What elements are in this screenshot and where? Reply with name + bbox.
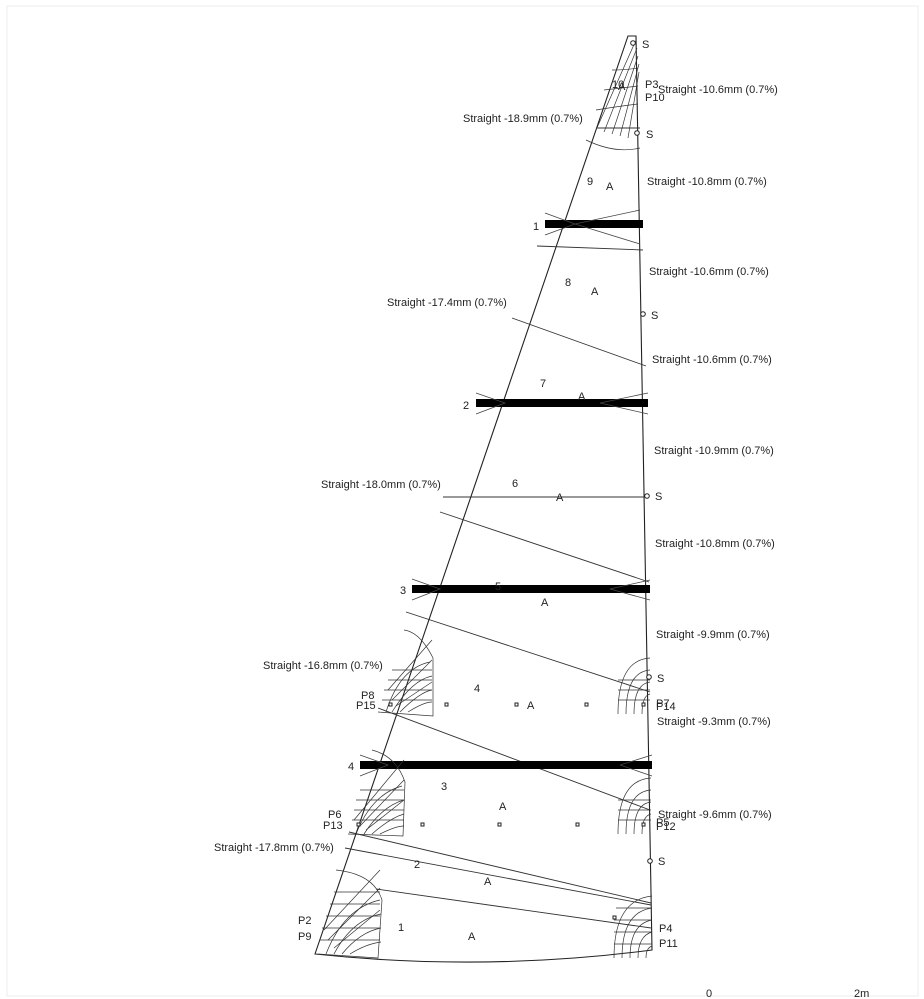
batten-number: 4: [348, 761, 354, 773]
panel-number: 5: [495, 581, 501, 593]
batten-4: [360, 761, 652, 769]
batten-3: [412, 585, 650, 593]
page-border: [6, 5, 919, 997]
reinforcement-patches: [317, 39, 653, 959]
seam-note: Straight -18.0mm (0.7%): [321, 479, 441, 491]
point-label: P3: [645, 79, 658, 91]
batten-number: 3: [400, 585, 406, 597]
batten-2: [476, 399, 648, 407]
point-label: P5: [656, 817, 669, 829]
clew-patch: [613, 895, 653, 959]
seam-mark: S: [658, 856, 665, 868]
panel-marker: A: [484, 876, 492, 888]
panel-marker: A: [541, 597, 549, 609]
leech-patch-upper: [617, 657, 651, 715]
panel-marker: A: [499, 801, 507, 813]
panel-marker: A: [556, 492, 564, 504]
seam-mark: S: [651, 310, 658, 322]
seam-note: Straight -9.6mm (0.7%): [658, 809, 772, 821]
right-seam-notes: Straight -10.6mm (0.7%) Straight -10.8mm…: [647, 84, 778, 821]
point-label: P4: [659, 923, 672, 935]
seam-note: Straight -10.6mm (0.7%): [649, 266, 769, 278]
point-label: P11: [659, 938, 678, 950]
tack-patch: [317, 869, 383, 959]
seam-note: Straight -10.9mm (0.7%): [654, 445, 774, 457]
seam-note: Straight -10.8mm (0.7%): [655, 538, 775, 550]
point-label: P9: [298, 931, 311, 943]
head-patch: [585, 39, 641, 151]
leech-patch-lower: [617, 777, 652, 835]
point-label: P7: [656, 698, 669, 710]
panel-seams: [344, 127, 652, 929]
seam-marks: S S S S S S: [642, 39, 665, 868]
panel-marker: A: [578, 391, 586, 403]
panel-number: 9: [587, 176, 593, 188]
seam-note: Straight -17.8mm (0.7%): [214, 842, 334, 854]
seam-note: Straight -9.3mm (0.7%): [657, 716, 771, 728]
seam-note: Straight -17.4mm (0.7%): [387, 297, 507, 309]
panel-number: 1: [398, 922, 404, 934]
point-label: P2: [298, 915, 311, 927]
luff-patch-lower: [347, 749, 406, 837]
panel-number: 6: [512, 478, 518, 490]
panel-number: 2: [414, 859, 420, 871]
panel-marker: A: [591, 286, 599, 298]
batten-pockets: [359, 209, 653, 777]
point-label: P12: [656, 821, 676, 833]
point-labels: P3 P10 P8 P15 P7 P14 P6 P13 P5 P12 P2 P9…: [298, 79, 678, 950]
seam-mark: S: [642, 39, 649, 51]
point-label: P15: [356, 700, 376, 712]
panel-marker: A: [468, 931, 476, 943]
panel-number: 7: [540, 378, 546, 390]
seam-note: Straight -10.8mm (0.7%): [647, 176, 767, 188]
seam-note: Straight -10.6mm (0.7%): [658, 84, 778, 96]
batten-numbers: 1 2 3 4: [348, 221, 539, 773]
scale-start-label: 0: [706, 988, 712, 999]
point-label: P14: [656, 701, 676, 713]
batten-number: 2: [463, 400, 469, 412]
sail-outline: [314, 35, 653, 963]
point-label: P10: [645, 92, 665, 104]
point-label: P13: [323, 820, 343, 832]
seam-note: Straight -9.9mm (0.7%): [656, 629, 770, 641]
panel-marker: A: [527, 700, 535, 712]
panel-numbers: 10 9 8 7 6 5 4 3 2 1: [398, 79, 624, 934]
scale-end-label: 2m: [854, 988, 869, 999]
panel-marker: A: [606, 181, 614, 193]
panel-number: 4: [474, 683, 480, 695]
point-label: P6: [328, 809, 341, 821]
seam-mark: S: [657, 673, 664, 685]
panel-markers: A A A A A A A A A A: [468, 81, 626, 943]
seam-note: Straight -16.8mm (0.7%): [263, 660, 383, 672]
seam-note: Straight -10.6mm (0.7%): [652, 354, 772, 366]
panel-number: 8: [565, 277, 571, 289]
batten-number: 1: [533, 221, 539, 233]
panel-marker: A: [618, 81, 626, 93]
hardware-marks: [356, 40, 653, 920]
luff-patch-upper: [377, 629, 434, 717]
panel-number: 3: [441, 781, 447, 793]
panel-number: 10: [612, 79, 624, 91]
batten-1: [545, 220, 643, 228]
seam-mark: S: [646, 129, 653, 141]
scale-bar: 0 2m: [706, 988, 869, 999]
seam-mark: S: [655, 491, 662, 503]
seam-note: Straight -18.9mm (0.7%): [463, 113, 583, 125]
left-seam-notes: Straight -18.9mm (0.7%) Straight -17.4mm…: [214, 113, 583, 854]
point-label: P8: [361, 690, 374, 702]
